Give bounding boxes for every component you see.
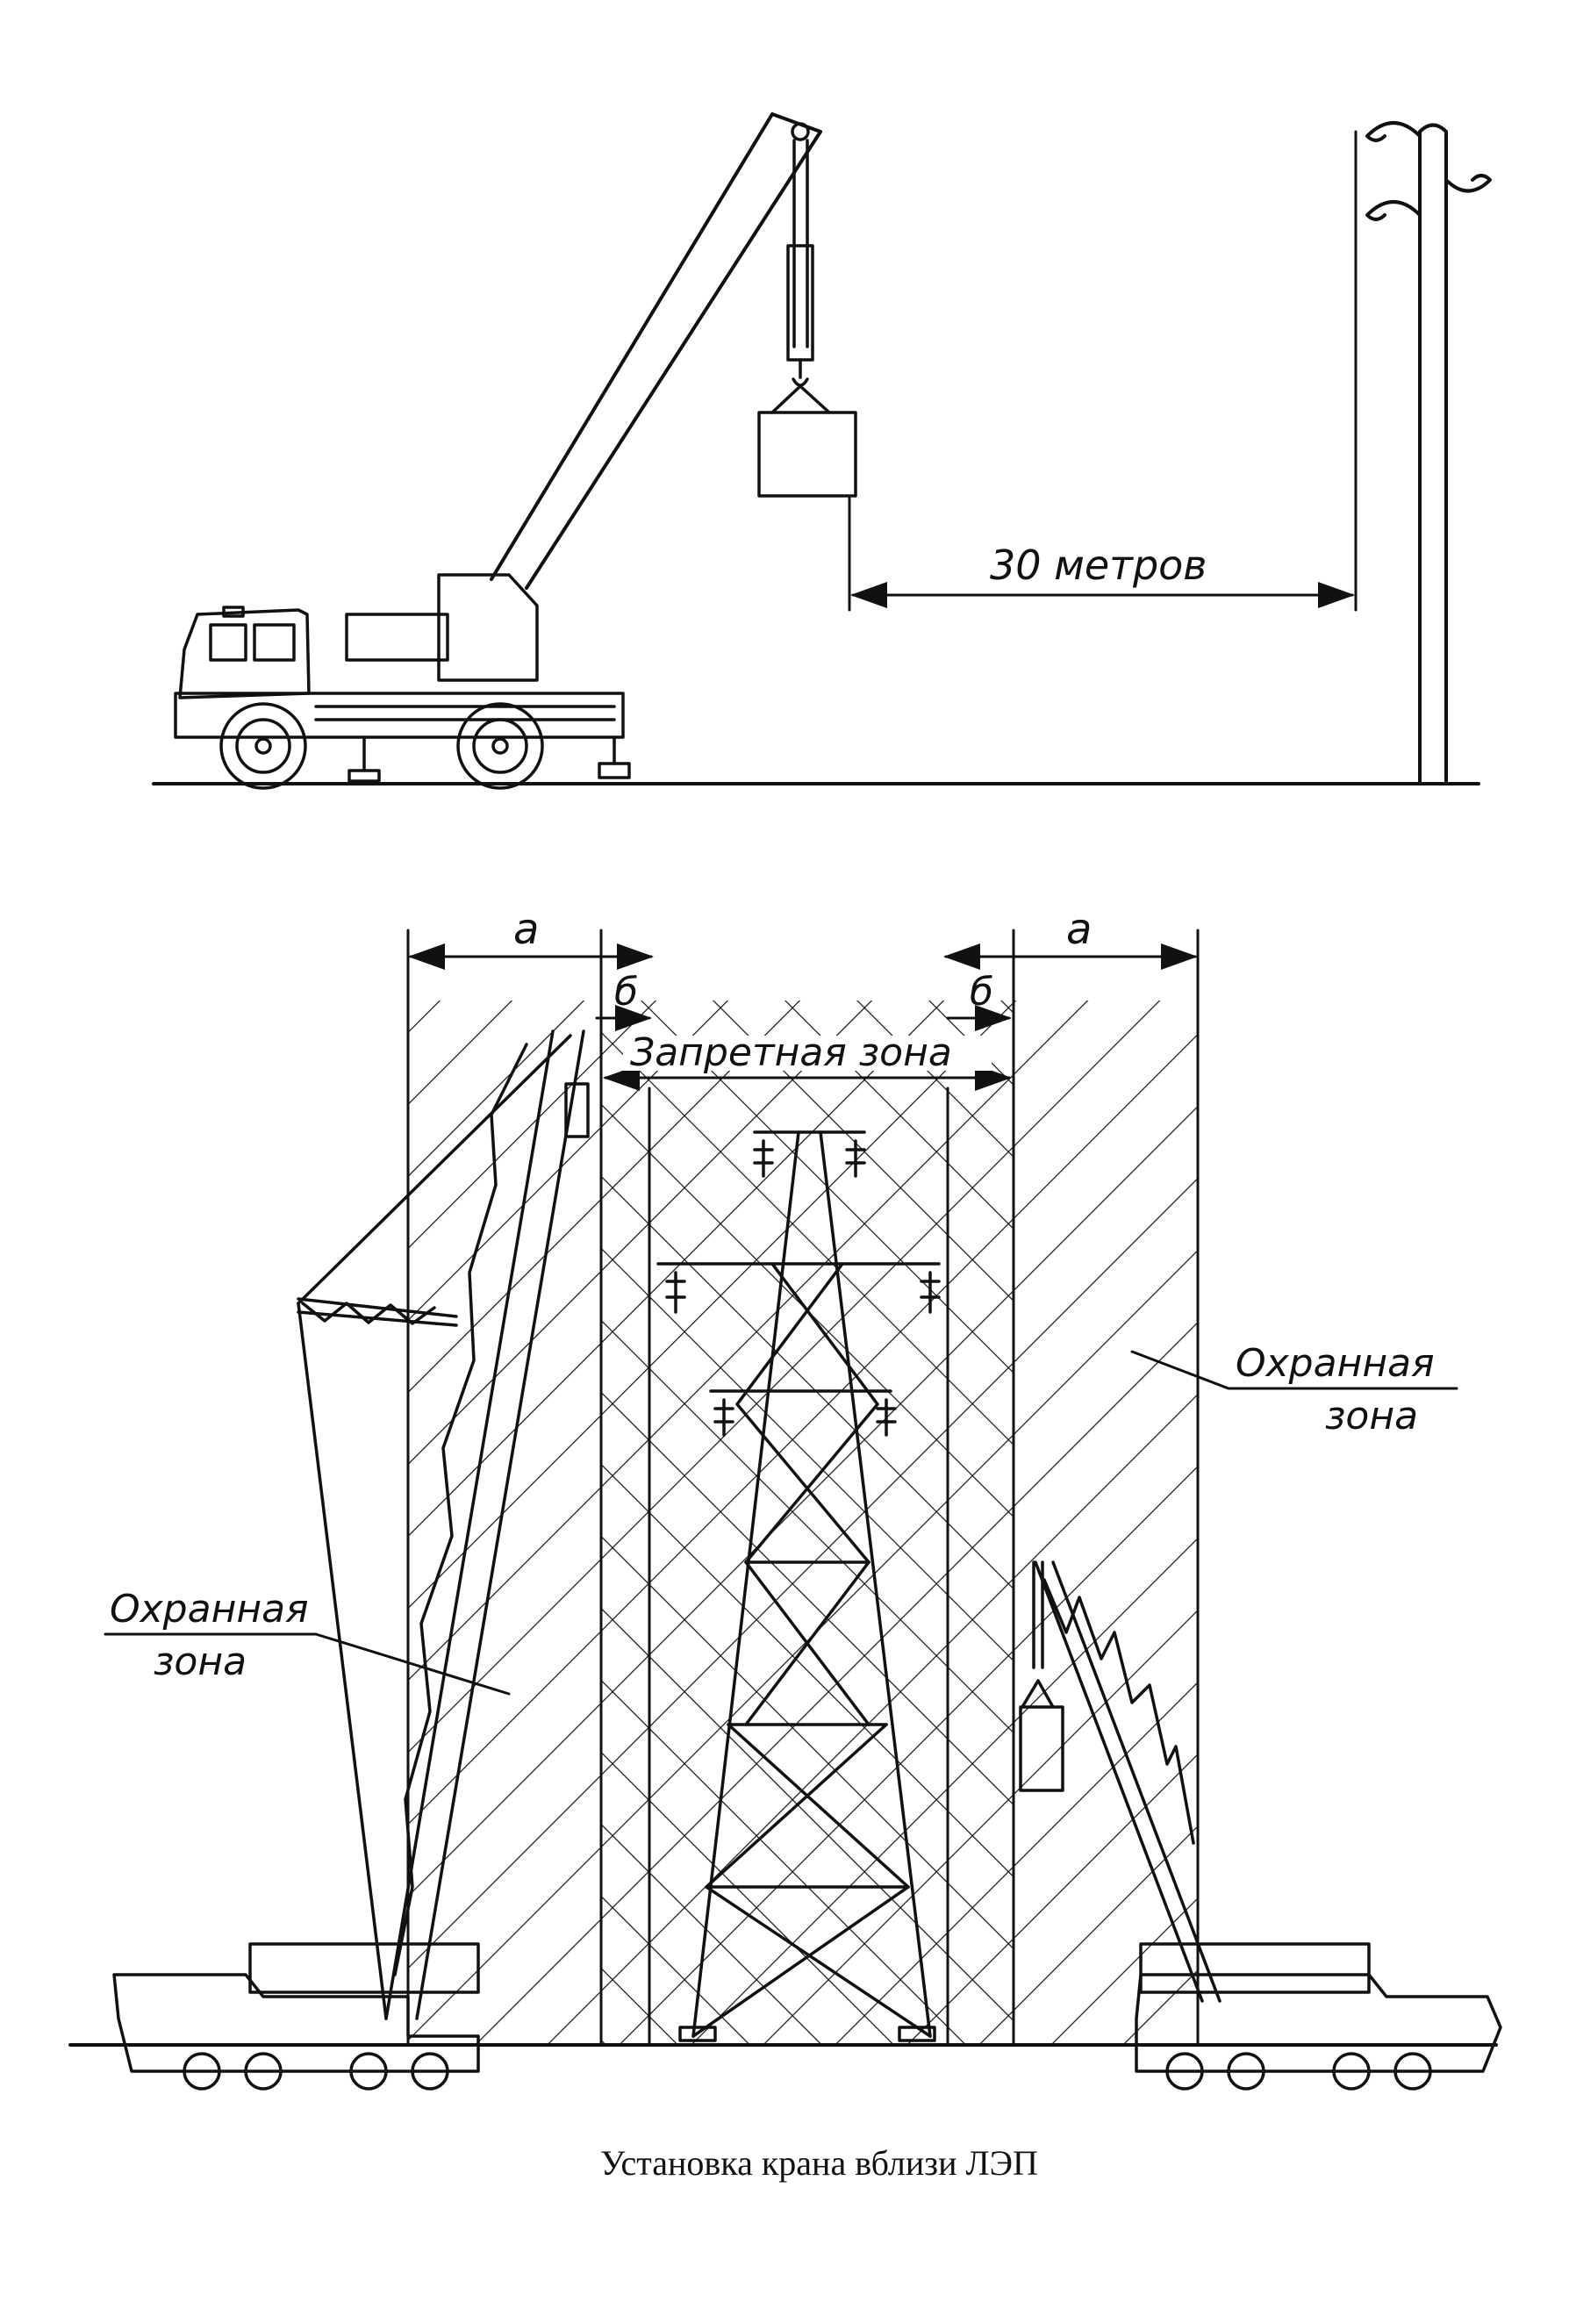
figure-caption: Установка крана вблизи ЛЭП <box>600 2143 1038 2183</box>
right-lattice-crane <box>1019 1560 1502 2091</box>
left-protection-zone <box>408 1001 601 2045</box>
left-width-label: а <box>513 905 539 954</box>
power-line-pole <box>1365 121 1492 785</box>
right-protection-zone <box>1014 1001 1198 2045</box>
right-width-label: а <box>1066 905 1092 954</box>
truck-chassis <box>174 692 625 739</box>
top-figure: 30 метров <box>152 112 1492 790</box>
left-zone-label-line2: зона <box>154 1639 247 1684</box>
forbidden-zone-label: Запретная зона <box>630 1030 952 1075</box>
left-gap-label: б <box>614 970 638 1015</box>
left-zone-label-line1: Охранная <box>110 1587 309 1632</box>
crane-cabin <box>437 573 539 682</box>
right-zone-label-line1: Охранная <box>1236 1341 1435 1386</box>
crane-load <box>757 411 857 498</box>
right-crane-wheels <box>1165 2052 1432 2091</box>
left-lattice-crane <box>112 1029 590 2091</box>
width-dimensions: а а б б Запретная зона <box>408 905 1198 1091</box>
left-crane-wheels <box>183 2052 449 2091</box>
transmission-tower <box>656 1130 941 2042</box>
truck-wheels <box>219 702 544 790</box>
right-zone-label-line2: зона <box>1325 1394 1418 1438</box>
right-gap-label: б <box>970 970 993 1015</box>
right-zone-callout: Охранная зона <box>1130 1341 1458 1438</box>
left-zone-callout: Охранная зона <box>104 1587 511 1696</box>
bottom-figure: а а б б Запретная зона <box>68 905 1502 2091</box>
truck-crane <box>174 112 857 790</box>
distance-dimension: 30 метров <box>848 130 1358 612</box>
right-crane-load <box>1019 1705 1064 1792</box>
distance-label: 30 метров <box>990 542 1207 589</box>
